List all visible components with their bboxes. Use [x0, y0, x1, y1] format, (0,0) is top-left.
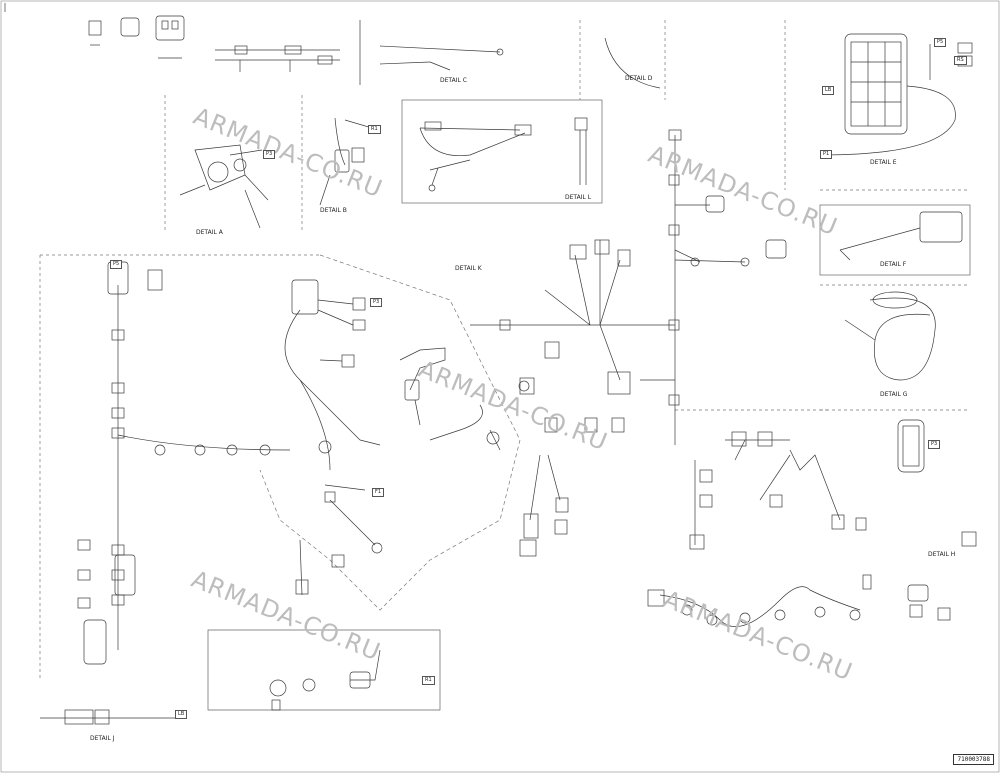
bottom-detail-boxes [40, 629, 441, 725]
connector-tag: P3 [263, 150, 276, 159]
connector-tag: LB [175, 710, 188, 719]
detail-c-box [401, 99, 603, 204]
connector-tag: P1 [820, 150, 833, 159]
detail-label: DETAIL K [455, 265, 482, 272]
detail-a-components [179, 144, 269, 229]
connector-tag: RS [954, 56, 967, 65]
detail-label: DETAIL G [880, 391, 908, 398]
engine-outline [259, 254, 521, 611]
left-harness [77, 261, 291, 665]
curve-wire-top [604, 37, 661, 89]
connector-tag: P3 [928, 440, 941, 449]
detail-label: DETAIL L [565, 194, 592, 201]
detail-label: DETAIL A [196, 229, 223, 236]
region-separators [39, 20, 970, 680]
detail-label: DETAIL H [928, 551, 956, 558]
fuse-box-top-right [819, 33, 973, 156]
connector-tag: R1 [422, 676, 435, 685]
detail-label: DETAIL F [880, 261, 907, 268]
part-number: 710003788 [953, 754, 994, 765]
main-central-harness [470, 129, 787, 451]
engine-components [284, 279, 483, 596]
connector-tag: R1 [368, 125, 381, 134]
connector-tag: P5 [110, 260, 123, 269]
top-mid-harness [359, 20, 504, 85]
connector-tag: P3 [370, 298, 383, 307]
detail-label: DETAIL B [320, 207, 347, 214]
detail-label: DETAIL C [440, 77, 467, 84]
right-middle-harness [689, 419, 925, 550]
detail-label: DETAIL J [90, 735, 115, 742]
connector-tag: LB [822, 86, 835, 95]
connector-tag: F1 [372, 488, 385, 497]
top-harness-detail [215, 45, 340, 72]
detail-right-boxes [819, 204, 971, 381]
detail-label: DETAIL D [625, 75, 653, 82]
connector-tag: P5 [934, 38, 947, 47]
bottom-center-wires [519, 454, 569, 557]
bottom-right-harness [647, 531, 977, 628]
detail-label: DETAIL E [870, 159, 897, 166]
detail-b-components [319, 117, 373, 206]
top-connector-icons [4, 3, 185, 59]
